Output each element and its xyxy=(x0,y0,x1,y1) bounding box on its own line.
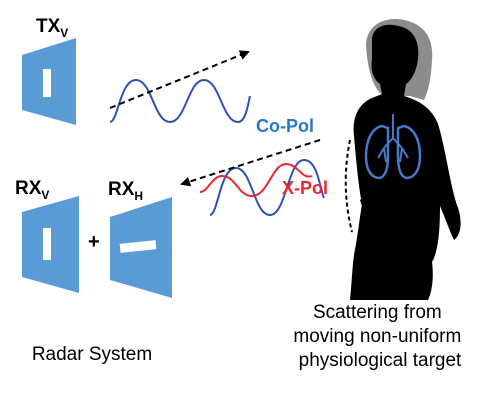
lungs-icon xyxy=(364,114,422,180)
tx-sine-wave xyxy=(109,78,251,124)
rxv-antenna xyxy=(22,196,79,293)
xpol-wave xyxy=(199,162,313,198)
body xyxy=(350,24,461,301)
target-caption-line3: physiological target xyxy=(299,350,462,371)
tx-arrow xyxy=(109,50,250,109)
xpol-label: X-Pol xyxy=(282,178,328,198)
back-motion-contour xyxy=(344,139,353,233)
tx-label: TXV xyxy=(36,16,68,40)
right-lung xyxy=(396,124,422,180)
return-waves xyxy=(180,139,325,217)
trachea xyxy=(377,114,409,163)
rxh-antenna xyxy=(110,197,172,298)
rxh-label: RXH xyxy=(108,179,143,203)
rxv-label: RXV xyxy=(15,178,49,202)
arm-on-hip xyxy=(360,194,402,219)
tx-antenna xyxy=(22,38,76,125)
return-arrow xyxy=(180,139,321,187)
plus-sign: + xyxy=(88,231,100,253)
target-caption-line1: Scattering from xyxy=(313,302,442,323)
radar-system-caption: Radar System xyxy=(32,344,152,365)
tx-wave xyxy=(109,50,251,124)
copol-wave xyxy=(209,158,325,217)
target-caption: Scattering from moving non-uniform physi… xyxy=(293,302,466,371)
person-silhouette xyxy=(350,19,461,301)
target-caption-line2: moving non-uniform xyxy=(293,326,461,347)
copol-label: Co-Pol xyxy=(256,116,314,136)
left-lung xyxy=(364,124,390,180)
